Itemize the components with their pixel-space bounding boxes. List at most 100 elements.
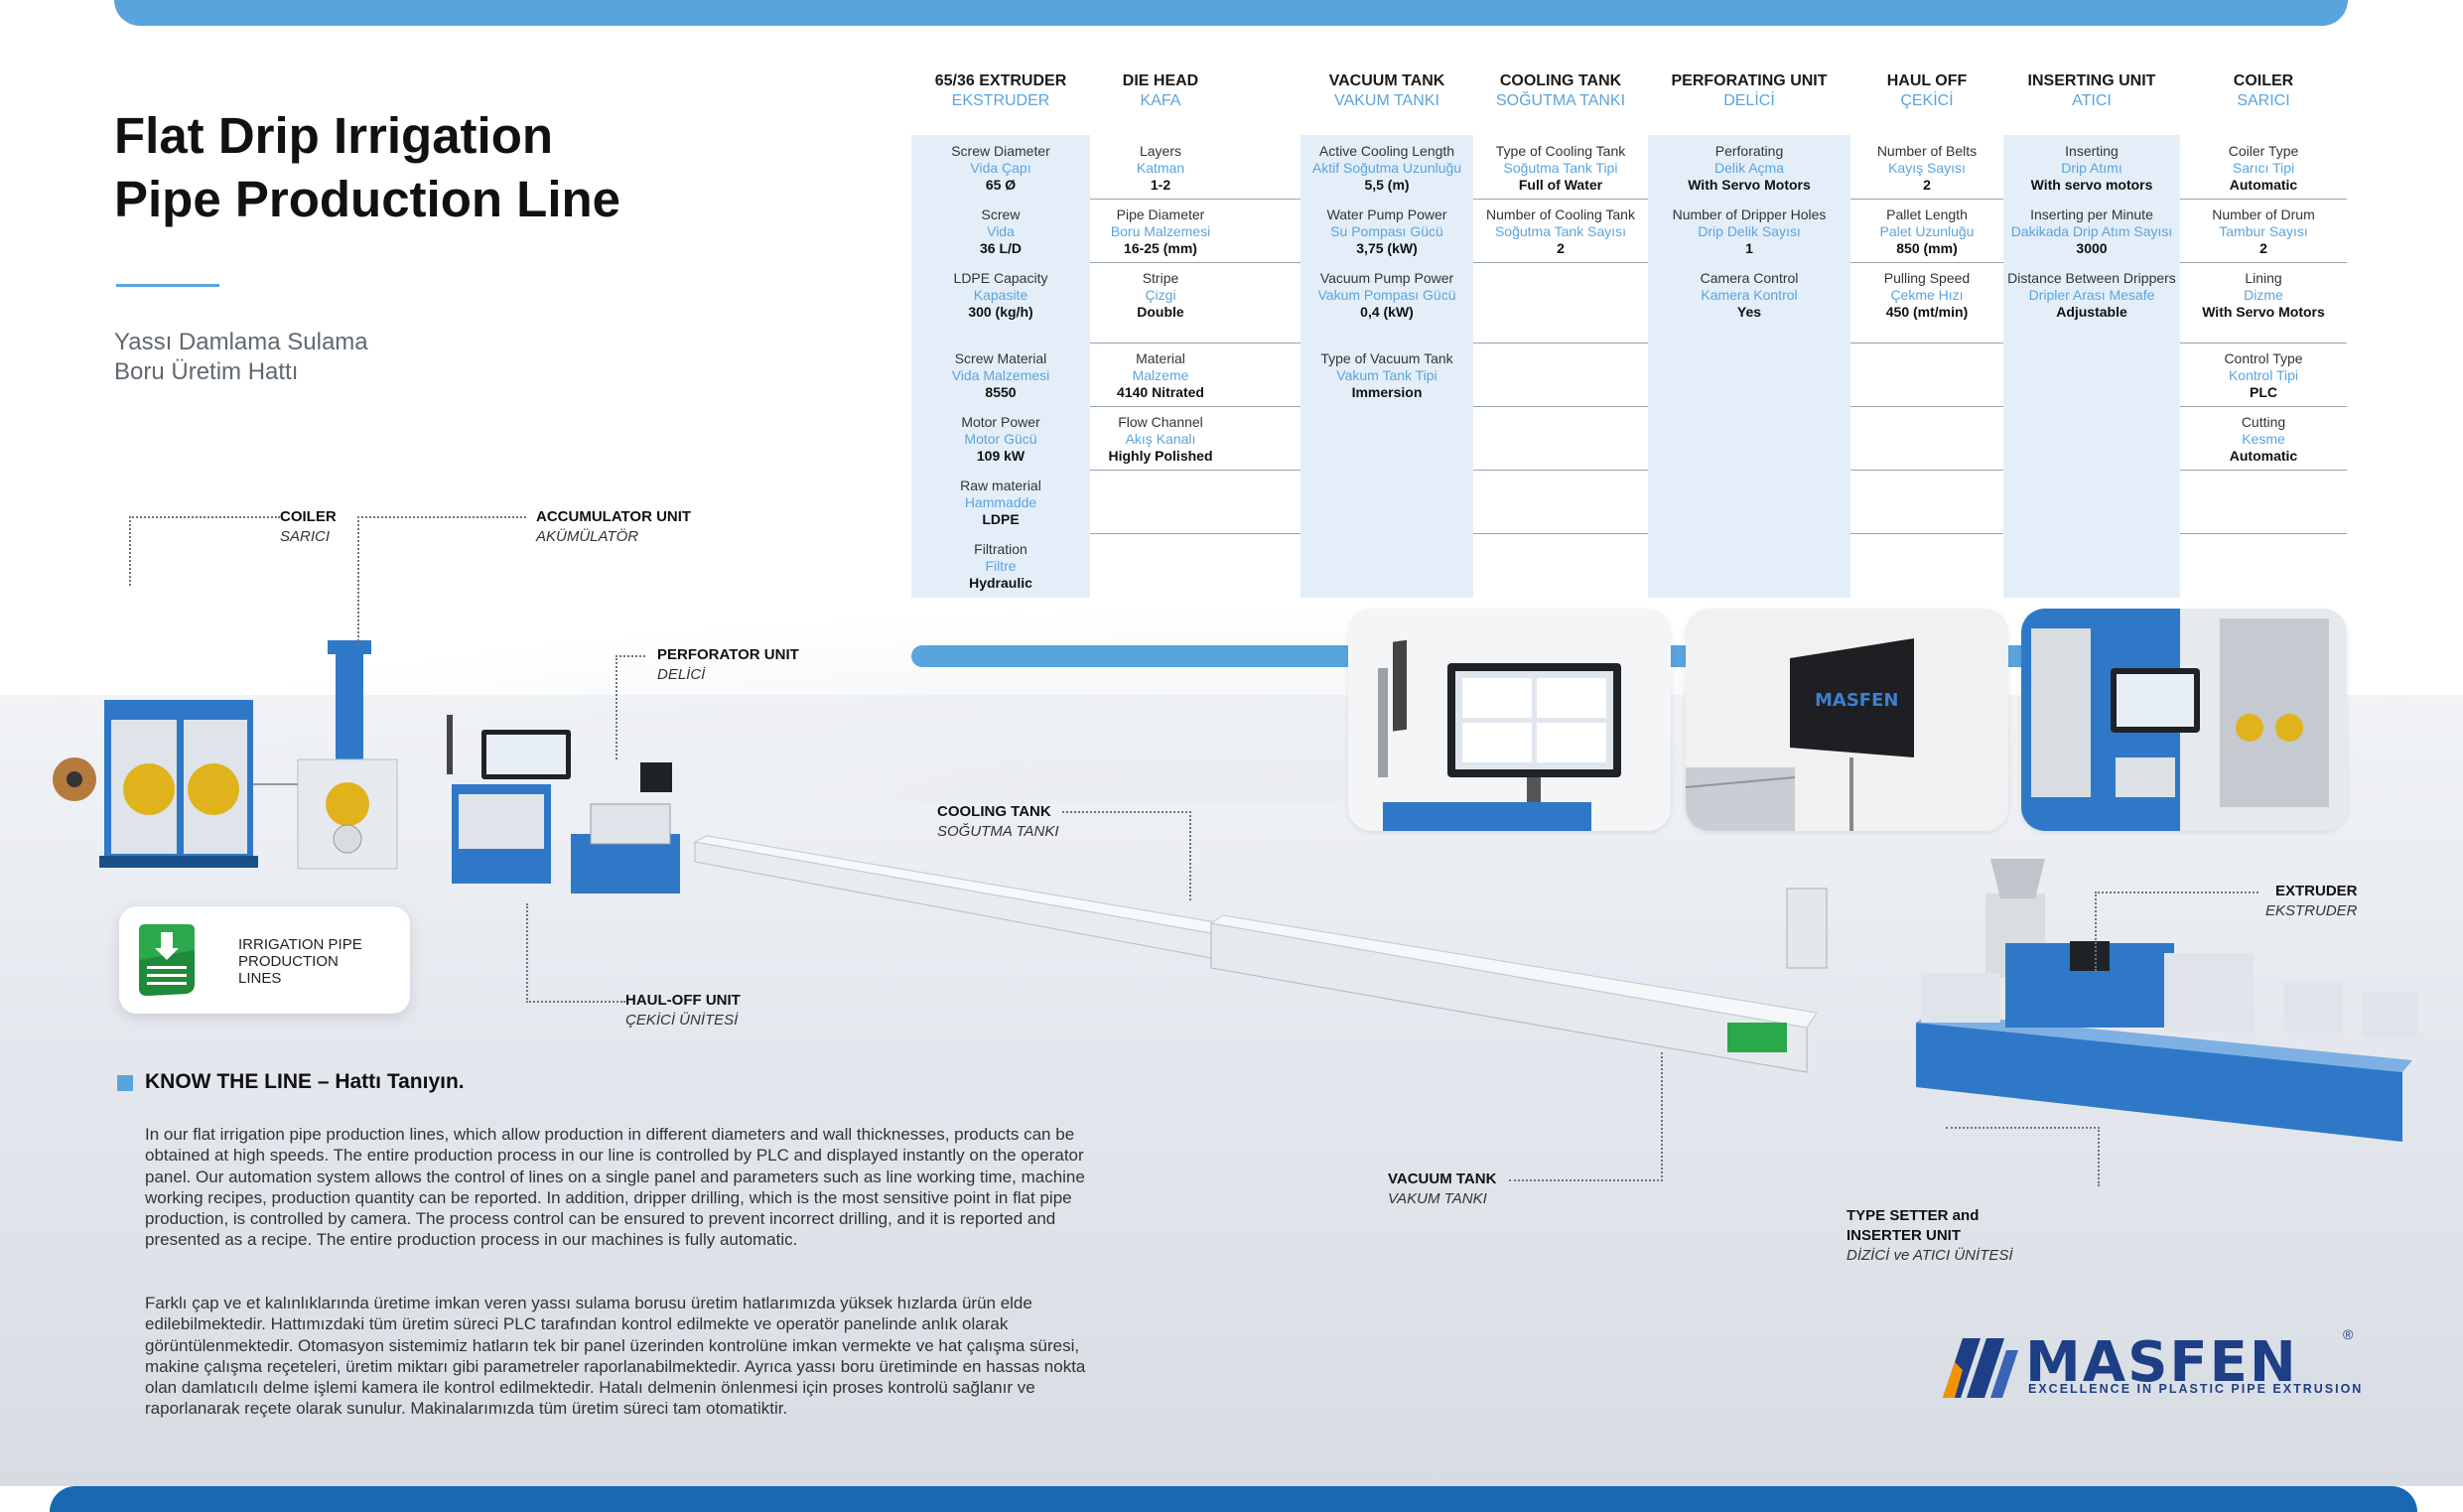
column-header-en: DIE HEAD (1122, 72, 1199, 89)
spec-value: 2 (1557, 240, 1565, 256)
spec-value: 1-2 (1150, 177, 1171, 193)
haul-off-machine (571, 762, 680, 893)
perforator-label: PERFORATOR UNIT DELİCİ (657, 645, 799, 685)
spec-value: LDPE (982, 511, 1020, 527)
spec-value: Yes (1736, 304, 1762, 320)
type-setter-label: TYPE SETTER and INSERTER UNIT DİZİCİ ve … (1847, 1206, 2013, 1266)
spec-label: Type of Vacuum Tank (1320, 350, 1453, 366)
spec-label: Motor Power (961, 414, 1040, 430)
spec-label: Screw (981, 206, 1021, 222)
column-header-en: HAUL OFF (1886, 72, 1968, 89)
table-row-divider (911, 533, 2347, 534)
column-shading (1648, 135, 1850, 598)
type-setter-label-en2: INSERTER UNIT (1847, 1227, 1962, 1244)
spec-value: Hydraulic (969, 575, 1032, 591)
spec-value: 8550 (985, 384, 1017, 400)
vacuum-label-en: VACUUM TANK (1388, 1170, 1497, 1187)
page-subtitle: Yassı Damlama Sulama Boru Üretim Hattı (114, 328, 531, 387)
spec-label: Number of Belts (1876, 143, 1978, 159)
spec-value: 1 (1745, 240, 1753, 256)
accumulator-label: ACCUMULATOR UNIT AKÜMÜLATÖR (536, 507, 691, 547)
spec-label: LDPE Capacity (953, 270, 1048, 286)
spec-label-tr: Drip Atımı (2061, 160, 2122, 176)
section-bullet (117, 1075, 133, 1091)
spec-value: Immersion (1351, 384, 1423, 400)
logo-tagline: EXCELLENCE IN PLASTIC PIPE EXTRUSION (2028, 1382, 2364, 1396)
column-header-en: VACUUM TANK (1328, 72, 1445, 89)
extruder-label-en: EXTRUDER (2275, 883, 2358, 899)
spec-label-tr: Dakikada Drip Atım Sayısı (2010, 223, 2173, 239)
column-shading (911, 135, 1090, 598)
spec-value: Adjustable (2056, 304, 2127, 320)
badge-line-2: PRODUCTION (238, 953, 339, 970)
spec-label-tr: Kesme (2242, 431, 2285, 447)
coiler-machine (53, 700, 258, 868)
logo-registered-mark: ® (2343, 1326, 2354, 1342)
column-header-tr: KAFA (1140, 92, 1181, 109)
haul-off-label-en: HAUL-OFF UNIT (625, 992, 741, 1009)
column-header-tr: ÇEKİCİ (1900, 92, 1954, 109)
spec-label-tr: Çekme Hızı (1890, 287, 1964, 303)
accumulator-leader-line (357, 516, 526, 645)
spec-label: Camera Control (1700, 270, 1799, 286)
operator-panel-illustration (1348, 609, 1671, 831)
accumulator-label-en: ACCUMULATOR UNIT (536, 508, 692, 525)
spec-label-tr: Dizme (2244, 287, 2283, 303)
spec-label-tr: Kayış Sayısı (1888, 160, 1966, 176)
photo-inserting-unit (2021, 609, 2347, 831)
column-shading (2003, 135, 2180, 598)
spec-value: 3000 (2076, 240, 2108, 256)
column-header-en: COILER (2233, 72, 2294, 89)
spec-label: Inserting per Minute (2030, 206, 2153, 222)
spec-value: 109 kW (976, 448, 1026, 464)
title-divider (116, 284, 219, 287)
spec-label-tr: Palet Uzunluğu (1879, 223, 1975, 239)
column-header-en: COOLING TANK (1499, 72, 1622, 89)
spec-label-tr: Vakum Pompası Gücü (1317, 287, 1456, 303)
spec-label-tr: Tambur Sayısı (2219, 223, 2308, 239)
spec-label: Control Type (2224, 350, 2303, 366)
spec-value: 450 (mt/min) (1885, 304, 1969, 320)
spec-label-tr: Vida (987, 223, 1015, 239)
spec-label-tr: Çizgi (1145, 287, 1176, 303)
photo-operator-panel (1348, 609, 1671, 831)
spec-label-tr: Soğutma Tank Tipi (1503, 160, 1618, 176)
spec-value: With servo motors (2030, 177, 2153, 193)
spec-label: Water Pump Power (1326, 206, 1447, 222)
spec-value: 65 Ø (985, 177, 1017, 193)
know-the-line-heading: KNOW THE LINE – Hattı Tanıyın. (145, 1070, 465, 1093)
extruder-label-tr: EKSTRUDER (2265, 902, 2358, 919)
spec-label: Filtration (974, 541, 1027, 557)
spec-value: Highly Polished (1108, 448, 1213, 464)
spec-value: 4140 Nitrated (1117, 384, 1204, 400)
table-row-divider (911, 199, 2347, 200)
haul-off-leader-line (526, 903, 625, 1003)
description-english: In our flat irrigation pipe production l… (145, 1125, 1085, 1250)
coiler-label-en: COILER (280, 508, 337, 525)
spec-value: 0,4 (kW) (1360, 304, 1414, 320)
spec-label-tr: Kapasite (973, 287, 1028, 303)
spec-label: Cutting (2241, 414, 2286, 430)
table-row-divider (911, 343, 2347, 344)
type-setter-leader-line (1946, 1127, 2100, 1186)
spec-label: Material (1136, 350, 1185, 366)
